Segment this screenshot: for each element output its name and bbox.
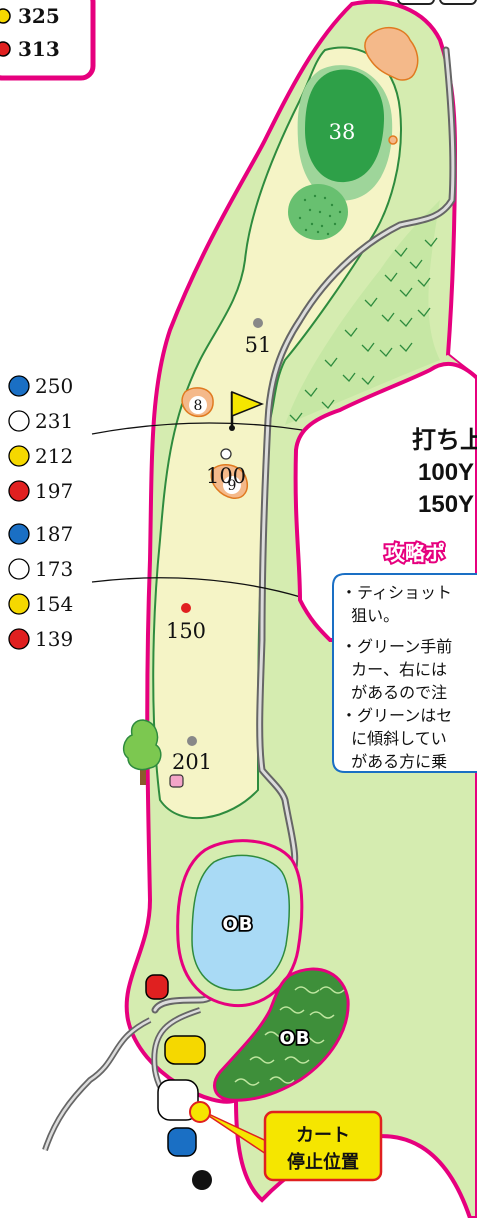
cart-stop-line2: 停止位置: [287, 1151, 359, 1173]
score-red: 313: [18, 37, 60, 61]
tips-box: ・ティショット 狙い。 ・グリーン手前 カー、右には があるので注 ・グリーンは…: [332, 573, 477, 773]
tip-line-2: ・グリーン手前: [341, 637, 452, 656]
marker-100-dot: [220, 448, 232, 460]
tip-line-6: に傾斜してい: [341, 729, 447, 748]
tee-box-red: [145, 974, 169, 1000]
marker-201: 201: [172, 750, 212, 774]
bunker-pot: [388, 135, 398, 145]
cart-stop-callout: カート 停止位置: [189, 1101, 383, 1182]
yardage-b-red: 139: [35, 627, 73, 651]
tip-line-7: がある方に乗: [341, 752, 447, 771]
tee-box-blue: [167, 1127, 197, 1157]
marker-150: 150: [166, 619, 206, 643]
uphill-150: 150Y: [418, 491, 474, 518]
green: [305, 69, 385, 183]
tee-box-white: [157, 1079, 199, 1121]
tee-box-black: [192, 1170, 212, 1190]
bunker-9-label: 9: [228, 478, 237, 494]
scorecard-box: 325 313: [0, 0, 96, 81]
marker-201-post: [169, 774, 184, 788]
yardage-a-yellow: 212: [35, 444, 73, 468]
bunker-8: 8: [181, 387, 214, 418]
tree-icon: [122, 719, 162, 785]
pin-flag-icon: [229, 390, 265, 431]
bunker-9: 9: [210, 463, 248, 499]
ob-pond: OB: [176, 839, 304, 1008]
yardage-b-yellow: 154: [35, 592, 73, 616]
yardage-a-white: 231: [35, 409, 73, 433]
tip-line-4: があるので注: [341, 683, 447, 702]
bunker-8-label: 8: [194, 398, 203, 414]
ob-trees: OB: [213, 967, 350, 1102]
marker-51-dot: [253, 318, 263, 328]
yardage-a-blue: 250: [35, 374, 73, 398]
ob-trees-label: OB: [279, 1028, 310, 1049]
ob-pond-label: OB: [222, 914, 253, 935]
marker-51: 51: [245, 333, 272, 357]
cart-stop-line1: カート: [296, 1125, 350, 1146]
marker-100: 100: [206, 464, 246, 488]
uphill-100: 100Y: [418, 459, 474, 486]
tip-line-0: ・ティショット: [341, 583, 452, 602]
top-button-2[interactable]: [439, 0, 477, 5]
tee-marker-yellow: [0, 8, 11, 24]
uphill-info: 打ち上 100Y 150Y: [412, 426, 477, 518]
tee-yardages-b: 187 173 154 139: [8, 522, 73, 651]
yardage-b-white: 173: [35, 557, 73, 581]
tip-line-3: カー、右には: [341, 660, 447, 679]
tee-box-yellow: [164, 1035, 206, 1065]
tip-line-1: 狙い。: [341, 606, 399, 625]
marker-150-dot: [181, 603, 191, 613]
bunker-top: [364, 26, 419, 81]
green-fringe-dotted: [288, 184, 348, 240]
cart-stop-marker: [189, 1101, 211, 1123]
tip-line-5: ・グリーンはセ: [341, 706, 452, 725]
top-button[interactable]: [397, 0, 435, 5]
marker-201-dot: [187, 736, 197, 746]
tee-yardages-a: 250 231 212 197: [8, 374, 73, 503]
green-depth-label: 38: [329, 120, 356, 144]
uphill-title: 打ち上: [412, 426, 477, 454]
yardage-a-red: 197: [35, 479, 73, 503]
tee-marker-red: [0, 41, 11, 57]
slope-area: [285, 200, 440, 425]
score-yellow: 325: [18, 4, 60, 28]
tips-title: 攻略ポ: [385, 541, 445, 565]
info-area: [293, 361, 477, 642]
yardage-b-blue: 187: [35, 522, 73, 546]
